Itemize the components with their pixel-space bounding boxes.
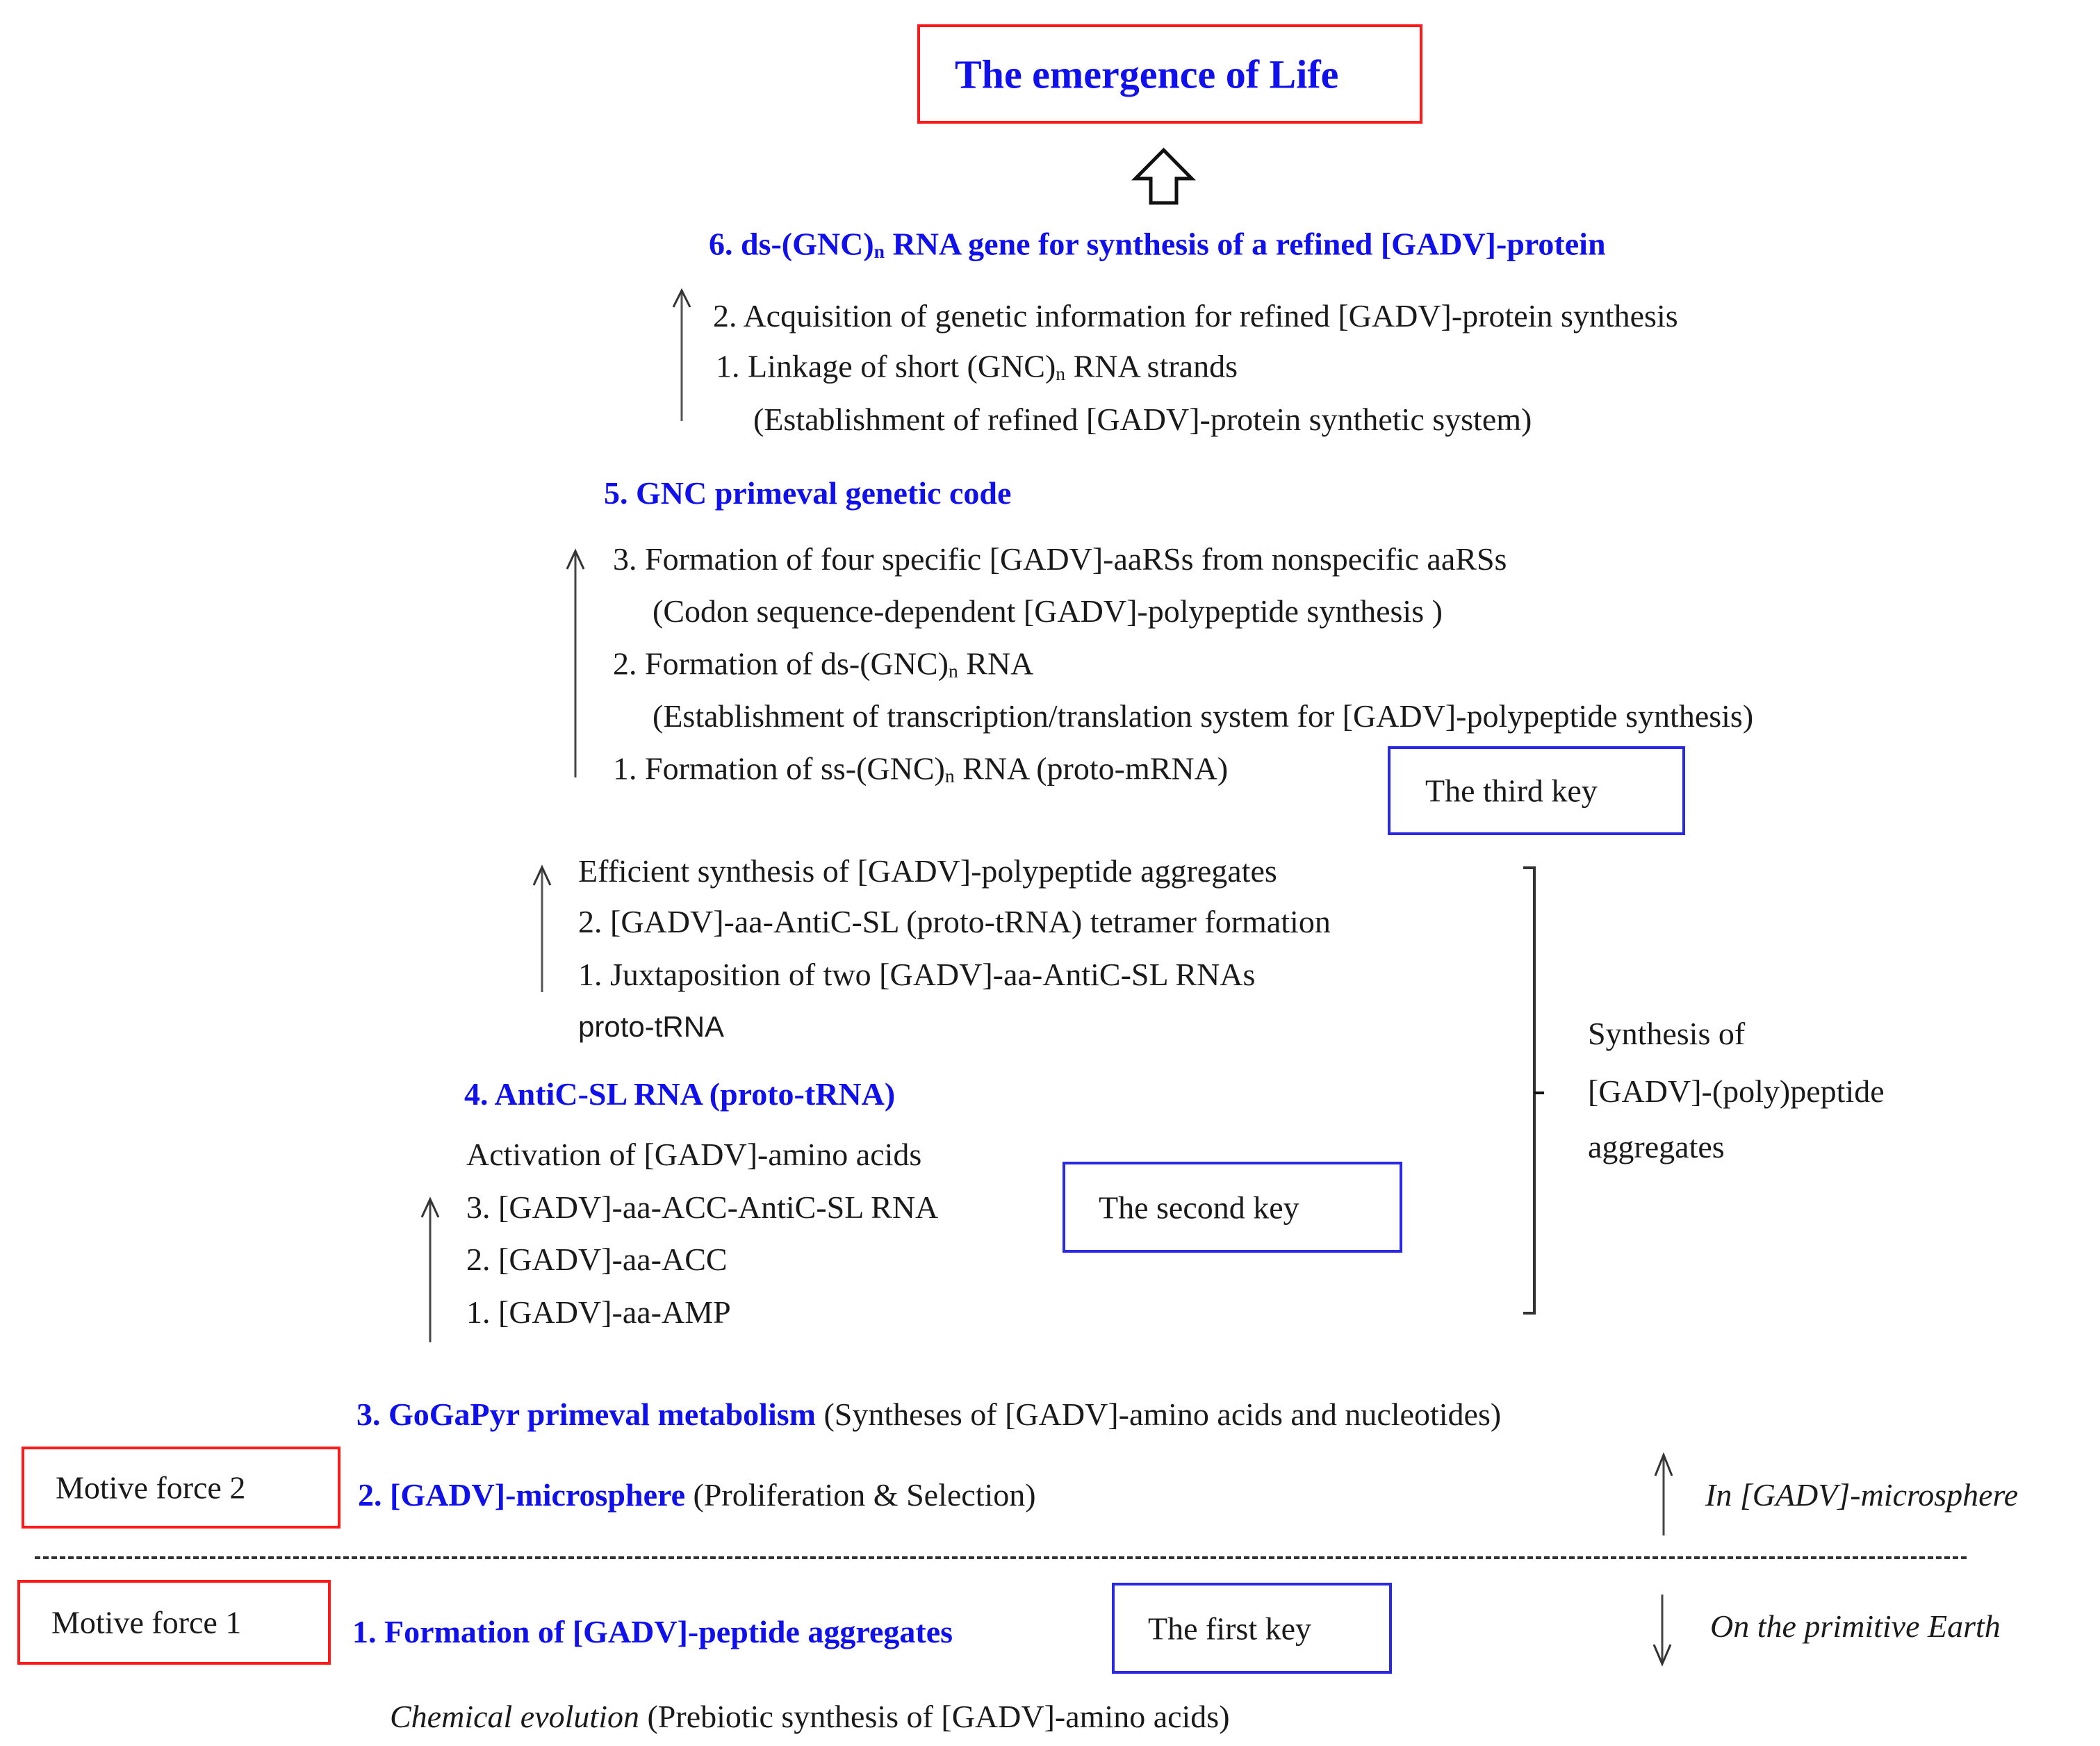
stage5-step3-note: (Codon sequence-dependent [GADV]-polypep… — [653, 593, 1443, 629]
up-arrow-icon — [420, 1196, 440, 1342]
stage4-activation: Activation of [GADV]-amino acids — [466, 1137, 922, 1172]
stage2-note: (Proliferation & Selection) — [684, 1477, 1036, 1513]
stage4-step3: 3. [GADV]-aa-ACC-AntiC-SL RNA — [466, 1189, 939, 1225]
hollow-up-arrow-icon — [1131, 147, 1196, 205]
stage3-note: (Syntheses of [GADV]-amino acids and nuc… — [815, 1397, 1502, 1432]
stage2-line: 2. [GADV]-microsphere (Proliferation & S… — [358, 1479, 1036, 1511]
bracket — [1523, 866, 1544, 1315]
stage4-upper-line-2: 1. Juxtaposition of two [GADV]-aa-AntiC-… — [578, 957, 1256, 992]
motive-force-1-label: Motive force 1 — [51, 1604, 242, 1640]
stage6-title: 6. ds-(GNC)n RNA gene for synthesis of a… — [709, 226, 1606, 262]
stage4-upper-line-1: 2. [GADV]-aa-AntiC-SL (proto-tRNA) tetra… — [578, 904, 1331, 939]
divider-dashed — [35, 1556, 1967, 1559]
chemical-evolution-line: Chemical evolution (Prebiotic synthesis … — [390, 1701, 1230, 1733]
stage4-step1: 1. [GADV]-aa-AMP — [466, 1294, 731, 1330]
first-key-label: The first key — [1148, 1611, 1312, 1646]
proto-trna-label: proto-tRNA — [578, 1010, 725, 1043]
motive-force-2-label: Motive force 2 — [56, 1469, 246, 1506]
stage6-step1-note: (Establishment of refined [GADV]-protein… — [753, 402, 1532, 437]
stage5-step1: 1. Formation of ss-(GNC)n RNA (proto-mRN… — [613, 750, 1229, 786]
stage4-step2: 2. [GADV]-aa-ACC — [466, 1242, 728, 1277]
stage5-step3: 3. Formation of four specific [GADV]-aaR… — [613, 541, 1507, 577]
in-microsphere-label: In [GADV]-microsphere — [1705, 1477, 2019, 1513]
stage3-line: 3. GoGaPyr primeval metabolism (Synthese… — [356, 1399, 1501, 1431]
stage5-step2: 2. Formation of ds-(GNC)n RNA — [613, 645, 1034, 682]
first-key-box: The first key — [1112, 1583, 1392, 1674]
bracket-label-line3: aggregates — [1588, 1129, 1725, 1164]
bracket-label-line2: [GADV]-(poly)peptide — [1588, 1073, 1885, 1109]
prebiotic-synthesis-note: (Prebiotic synthesis of [GADV]-amino aci… — [639, 1699, 1230, 1734]
stage6-step2: 2. Acquisition of genetic information fo… — [713, 298, 1678, 333]
bracket-label-line1: Synthesis of — [1588, 1016, 1746, 1051]
motive-force-1-box: Motive force 1 — [17, 1580, 331, 1665]
stage1-title: 1. Formation of [GADV]-peptide aggregate… — [352, 1614, 953, 1649]
stage2-title: 2. [GADV]-microsphere — [358, 1477, 685, 1513]
second-key-label: The second key — [1099, 1189, 1299, 1225]
stage5-step2-note: (Establishment of transcription/translat… — [653, 698, 1754, 734]
up-arrow-icon — [1654, 1451, 1673, 1535]
chemical-evolution-label: Chemical evolution — [390, 1699, 639, 1734]
down-arrow-icon — [1652, 1595, 1672, 1667]
up-arrow-icon — [532, 864, 552, 992]
emergence-of-life-label: The emergence of Life — [955, 51, 1339, 97]
stage4-title: 4. AntiC-SL RNA (proto-tRNA) — [464, 1076, 896, 1112]
stage6-step1: 1. Linkage of short (GNC)n RNA strands — [716, 348, 1238, 384]
up-arrow-icon — [672, 288, 691, 421]
second-key-box: The second key — [1063, 1162, 1402, 1253]
stage3-title: 3. GoGaPyr primeval metabolism — [356, 1397, 816, 1432]
third-key-box: The third key — [1388, 746, 1685, 835]
motive-force-2-box: Motive force 2 — [22, 1447, 341, 1529]
primitive-earth-label: On the primitive Earth — [1710, 1608, 2001, 1644]
up-arrow-icon — [566, 548, 585, 777]
emergence-of-life-box: The emergence of Life — [917, 24, 1422, 124]
third-key-label: The third key — [1425, 773, 1598, 809]
stage4-upper-line-0: Efficient synthesis of [GADV]-polypeptid… — [578, 853, 1277, 889]
stage5-title: 5. GNC primeval genetic code — [604, 475, 1012, 511]
